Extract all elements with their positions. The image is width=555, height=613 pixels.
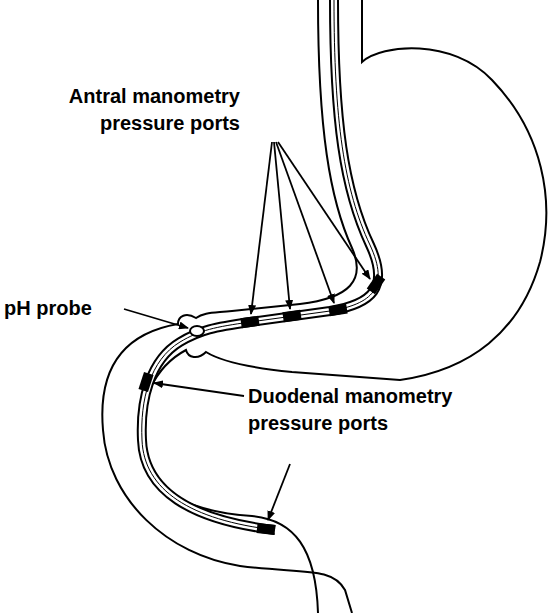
catheter — [142, 0, 378, 530]
ph-probe — [190, 326, 204, 336]
probe-label: pH probe — [4, 295, 124, 322]
port-label: Duodenal manometry pressure ports — [248, 383, 476, 437]
leader-arrows — [124, 142, 370, 520]
port-label: Antral manometry pressure ports — [30, 83, 240, 137]
